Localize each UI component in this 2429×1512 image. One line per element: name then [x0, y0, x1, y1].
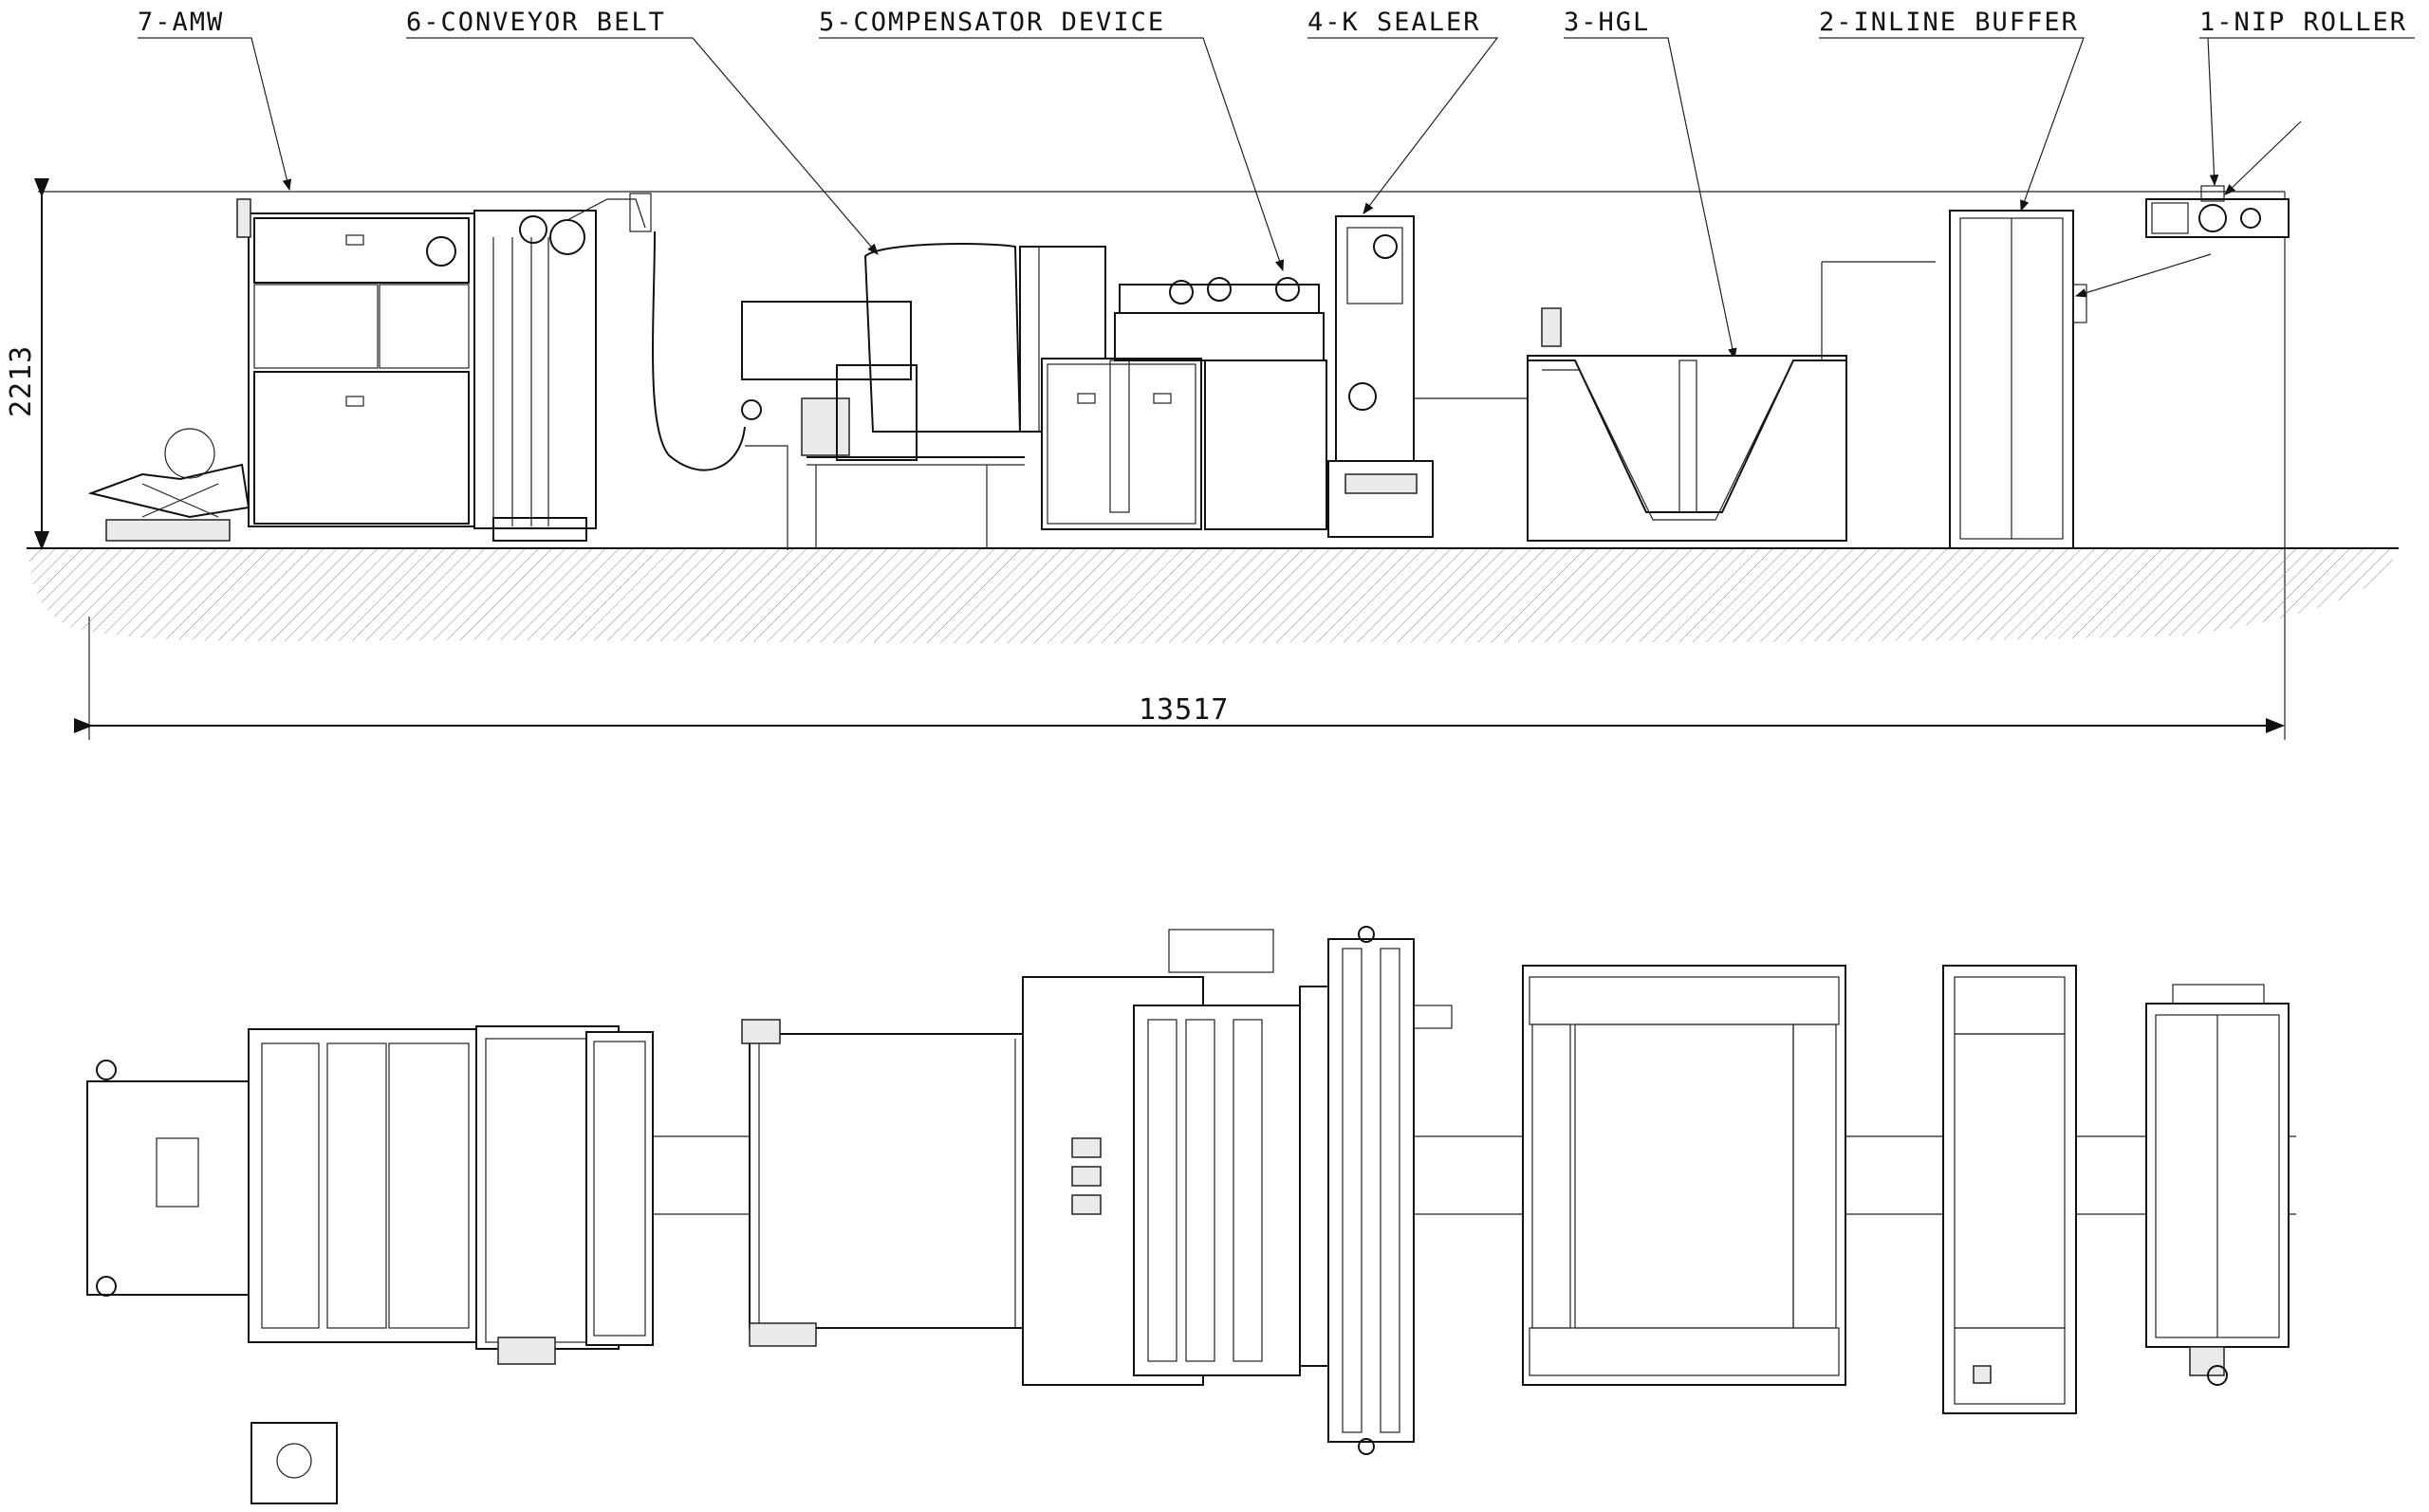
cable-loop	[652, 230, 746, 471]
machine-hgl-side	[1527, 261, 1936, 542]
machine-compensator-plan	[1022, 929, 1329, 1386]
leader-lines	[138, 37, 2415, 360]
machine-amw-plan	[86, 1025, 654, 1504]
machine-hgl-plan	[1522, 965, 1846, 1386]
machine-conveyor-plan	[741, 1019, 1026, 1347]
height-value: 2213	[5, 345, 38, 417]
label-amw: 7-AMW	[138, 8, 224, 37]
floor-hatch	[27, 547, 2399, 644]
label-k-sealer: 4-K SEALER	[1307, 8, 1481, 37]
length-dimension: 13517	[74, 192, 2286, 740]
component-labels: 7-AMW 6-CONVEYOR BELT 5-COMPENSATOR DEVI…	[138, 8, 2407, 37]
machine-inline-buffer-side	[1949, 210, 2087, 549]
label-hgl: 3-HGL	[1564, 8, 1650, 37]
machine-inline-buffer-plan	[1942, 965, 2077, 1414]
machine-k-sealer-plan	[1327, 926, 1453, 1455]
height-dimension: 2213	[5, 178, 2285, 550]
machine-nip-roller-side	[2145, 185, 2290, 238]
machine-nip-roller-plan	[2145, 984, 2290, 1386]
label-conveyor-belt: 6-CONVEYOR BELT	[406, 8, 666, 37]
machine-k-sealer-side	[1327, 215, 1528, 538]
label-compensator-device: 5-COMPENSATOR DEVICE	[819, 8, 1165, 37]
machine-amw-side	[87, 193, 652, 542]
label-inline-buffer: 2-INLINE BUFFER	[1819, 8, 2079, 37]
label-nip-roller: 1-NIP ROLLER	[2199, 8, 2407, 37]
length-value: 13517	[1139, 693, 1229, 727]
machine-compensator-side	[1041, 277, 1327, 530]
